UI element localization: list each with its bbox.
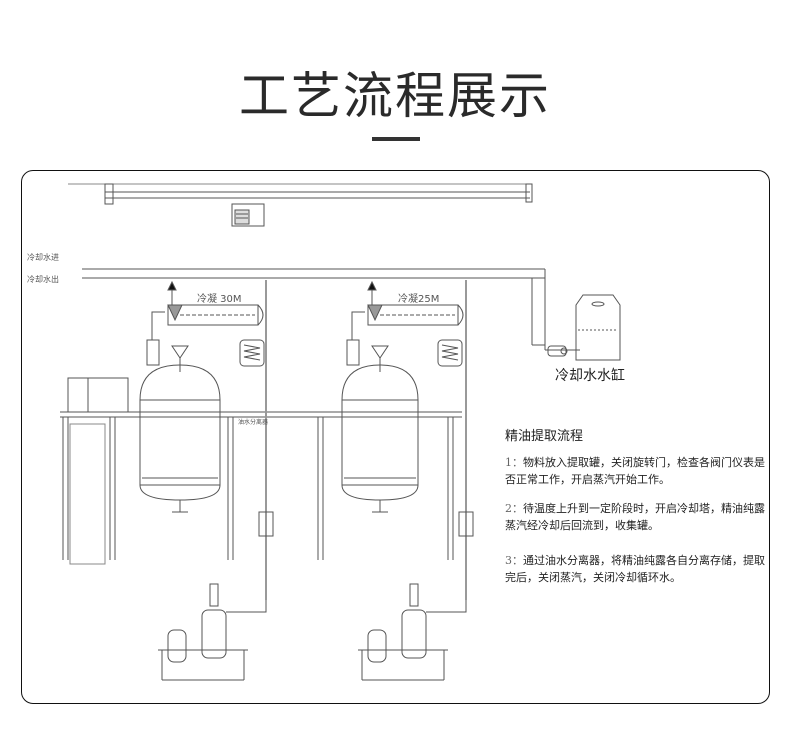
oil-water-separator-1 bbox=[158, 583, 267, 681]
receiver-2 bbox=[437, 339, 463, 367]
cooling-water-in-label: 冷却水进 bbox=[27, 253, 59, 262]
step-number: 1： bbox=[505, 456, 523, 469]
platform-label: 油水分离器 bbox=[238, 419, 269, 426]
condenser-1-label: 冷凝 30M bbox=[197, 294, 242, 305]
platform-1 bbox=[60, 411, 318, 560]
process-step-2: 2：待温度上升到一定阶段时，开启冷却塔，精油纯露蒸汽经冷却后回流到，收集罐。 bbox=[505, 500, 765, 534]
cooling-water-lines bbox=[82, 268, 580, 351]
platform-2 bbox=[317, 411, 462, 560]
condenser-1 bbox=[167, 280, 264, 326]
steam-valve-icon bbox=[231, 203, 265, 227]
page-title: 工艺流程展示 bbox=[239, 67, 551, 125]
process-title: 精油提取流程 bbox=[505, 429, 584, 444]
step-number: 2： bbox=[505, 502, 523, 515]
process-description: 精油提取流程 1：物料放入提取罐，关闭旋转门，检查各阀门仪表是否正常工作，开启蒸… bbox=[505, 425, 765, 598]
diagram-frame bbox=[21, 170, 770, 704]
condenser-2 bbox=[367, 280, 464, 326]
cooling-water-out-label: 冷却水出 bbox=[27, 275, 59, 284]
cooling-tower-label: 冷却水水缸 bbox=[555, 368, 625, 384]
receiver-1 bbox=[239, 339, 265, 367]
cooling-tower bbox=[547, 294, 621, 361]
step-text: 通过油水分离器，将精油纯露各自分离存储，提取完后，关闭蒸汽，关闭冷却循环水。 bbox=[505, 554, 765, 584]
steam-header-pipe bbox=[68, 183, 533, 205]
process-step-3: 3：通过油水分离器，将精油纯露各自分离存储，提取完后，关闭蒸汽，关闭冷却循环水。 bbox=[505, 552, 765, 586]
step-text: 待温度上升到一定阶段时，开启冷却塔，精油纯露蒸汽经冷却后回流到，收集罐。 bbox=[505, 502, 765, 532]
step-number: 3： bbox=[505, 554, 523, 567]
title-underline bbox=[372, 137, 420, 141]
ladder bbox=[69, 423, 106, 565]
process-step-1: 1：物料放入提取罐，关闭旋转门，检查各阀门仪表是否正常工作，开启蒸汽开始工作。 bbox=[505, 454, 765, 488]
extraction-tank-2 bbox=[341, 364, 419, 513]
oil-water-separator-2 bbox=[358, 583, 467, 681]
extraction-unit-2 bbox=[317, 280, 474, 681]
storage-box bbox=[67, 377, 129, 413]
condenser-2-label: 冷凝25M bbox=[398, 294, 440, 305]
extraction-unit-1 bbox=[60, 280, 318, 681]
extraction-tank-1 bbox=[139, 364, 221, 513]
step-text: 物料放入提取罐，关闭旋转门，检查各阀门仪表是否正常工作，开启蒸汽开始工作。 bbox=[505, 456, 765, 486]
